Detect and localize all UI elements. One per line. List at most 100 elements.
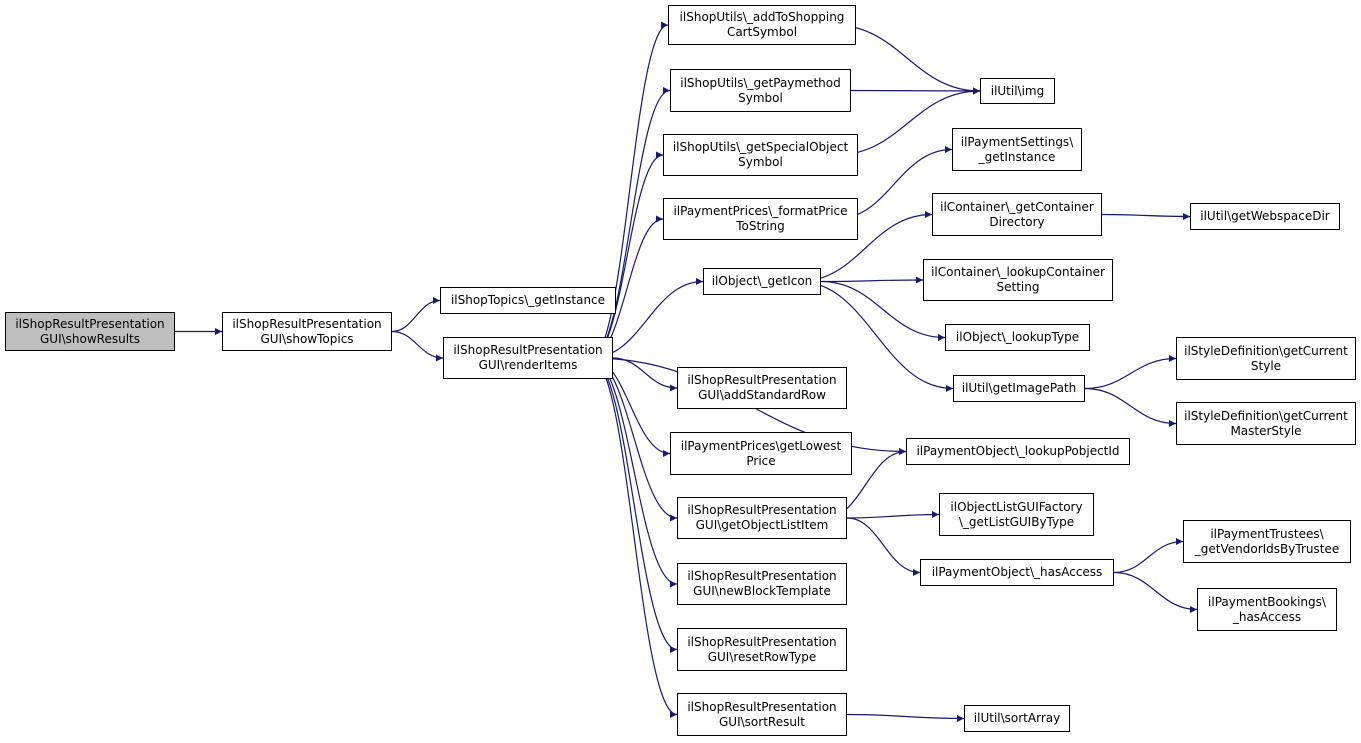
node-label-line: GUI\getObjectListItem: [695, 518, 829, 532]
node-label-line: GUI\newBlockTemplate: [693, 584, 831, 598]
node-label-line: ilShopUtils\_addToShopping: [679, 10, 845, 24]
node-label-line: Style: [1250, 358, 1282, 373]
node-label-line: ilStyleDefinition\getCurrent: [1184, 408, 1348, 423]
node-label-line: ilShopResultPresentation: [687, 634, 837, 649]
node-label-line: GUI\addStandardRow: [698, 388, 826, 402]
node-vendorIds[interactable]: ilPaymentTrustees\_getVendorIdsByTrustee: [1183, 520, 1351, 563]
node-label-line: \_getListGUIByType: [958, 514, 1075, 529]
node-utilImg[interactable]: ilUtil\img: [980, 78, 1055, 104]
edge-renderItems-to-newBlockTemplate: [590, 357, 678, 588]
node-label-line: GUI\sortResult: [719, 714, 805, 729]
node-label-line: MasterStyle: [1230, 423, 1302, 438]
node-webspaceDir[interactable]: ilUtil\getWebspaceDir: [1190, 203, 1340, 230]
node-label-line: ilShopResultPresentation: [687, 699, 837, 714]
node-label-line: ilShopResultPresentation: [15, 316, 165, 331]
node-label-line: GUI\renderItems: [478, 358, 578, 372]
node-label-line: ilObjectListGUIFactory: [950, 499, 1083, 514]
edge-showTopics-to-topicsGetInstance: [391, 297, 441, 333]
node-listGUIByType[interactable]: ilObjectListGUIFactory\_getListGUIByType: [939, 493, 1094, 536]
node-label-line: ilShopTopics\_getInstance: [450, 293, 606, 307]
node-label-line: ilShopResultPresentation: [687, 503, 837, 517]
node-label-line: ilUtil\getImagePath: [961, 381, 1077, 395]
node-label-line: ilPaymentObject\_hasAccess: [931, 565, 1103, 579]
node-label-line: ilUtil\sortArray: [973, 711, 1061, 725]
node-getIcon[interactable]: ilObject\_getIcon: [703, 268, 821, 295]
edge-getIcon-to-lookupType: [820, 280, 946, 341]
node-label-line: GUI\resetRowType: [707, 649, 817, 664]
edge-hasAccess-to-bookingsAccess: [1113, 571, 1198, 613]
node-lookupType[interactable]: ilObject\_lookupType: [945, 324, 1090, 351]
edge-containerDir-to-webspaceDir: [1101, 212, 1191, 220]
node-label-line: Price: [746, 453, 776, 468]
node-label-line: ilObject\_getIcon: [711, 274, 813, 288]
edge-renderItems-to-sortResult: [590, 357, 678, 718]
node-label-line: ilShopResultPresentation: [453, 343, 603, 357]
node-label-line: ilPaymentSettings\: [960, 134, 1074, 149]
node-topicsGetInstance[interactable]: ilShopTopics\_getInstance: [440, 287, 616, 314]
edge-renderItems-to-resetRowType: [590, 357, 678, 653]
edge-getImagePath-to-masterStyle: [1084, 387, 1177, 427]
node-label-line: Symbol: [738, 155, 783, 169]
node-label-line: Symbol: [738, 90, 783, 105]
edge-sortResult-to-sortArray: [846, 713, 965, 722]
node-label-line: ilPaymentPrices\_formatPrice: [673, 204, 848, 218]
node-label-line: GUI\showResults: [39, 331, 140, 346]
edge-renderItems-to-specialObject: [590, 151, 664, 359]
edge-paymethod-to-utilImg: [850, 87, 981, 95]
node-label-line: ilShopUtils\_getPaymethod: [680, 75, 841, 90]
node-label-line: _hasAccess: [1232, 609, 1302, 624]
edge-renderItems-to-paymethod: [590, 87, 671, 359]
node-label-line: ilContainer\_getContainer: [940, 199, 1094, 214]
node-label-line: ilShopUtils\_getSpecialObject: [672, 140, 849, 154]
node-label-line: ilPaymentTrustees\: [1210, 526, 1324, 541]
edge-showTopics-to-renderItems: [391, 330, 444, 362]
node-label-line: ilPaymentPrices\getLowest: [680, 438, 842, 453]
node-hasAccess[interactable]: ilPaymentObject\_hasAccess: [920, 559, 1114, 586]
edge-getObjectListItem-to-hasAccess: [846, 517, 921, 576]
node-paymentSettings[interactable]: ilPaymentSettings\_getInstance: [952, 128, 1082, 171]
node-lookupPobjectId[interactable]: ilPaymentObject\_lookupPobjectId: [906, 438, 1130, 465]
node-label-line: ToString: [736, 219, 785, 233]
node-label-line: ilUtil\img: [990, 83, 1045, 98]
edge-renderItems-to-addStandardRow: [612, 357, 678, 392]
node-label-line: Directory: [989, 214, 1045, 229]
edge-getObjectListItem-to-listGUIByType: [846, 511, 940, 519]
node-bookingsAccess[interactable]: ilPaymentBookings\_hasAccess: [1197, 588, 1337, 631]
edge-renderItems-to-getObjectListItem: [590, 357, 678, 522]
node-label-line: ilStyleDefinition\getCurrent: [1184, 343, 1348, 358]
node-label-line: ilObject\_lookupType: [955, 330, 1080, 344]
edge-getImagePath-to-currentStyle: [1084, 355, 1177, 390]
node-label-line: _getInstance: [978, 149, 1056, 164]
edge-getIcon-to-lookupContainer: [820, 276, 924, 284]
node-label-line: ilShopResultPresentation: [687, 569, 837, 583]
node-label-line: ilPaymentBookings\: [1208, 594, 1326, 609]
node-getImagePath[interactable]: ilUtil\getImagePath: [953, 375, 1085, 402]
node-label-line: ilShopResultPresentation: [687, 373, 837, 387]
node-sortArray[interactable]: ilUtil\sortArray: [964, 705, 1070, 732]
node-label-line: ilPaymentObject\_lookupPobjectId: [916, 444, 1120, 458]
node-label-line: CartSymbol: [726, 25, 798, 39]
edge-hasAccess-to-vendorIds: [1113, 538, 1184, 574]
edge-getIcon-to-getImagePath: [798, 280, 954, 392]
node-label-line: ilUtil\getWebspaceDir: [1200, 209, 1330, 223]
node-label-line: _getVendorIdsByTrustee: [1194, 541, 1340, 556]
node-label-line: ilContainer\_lookupContainer: [931, 265, 1105, 279]
